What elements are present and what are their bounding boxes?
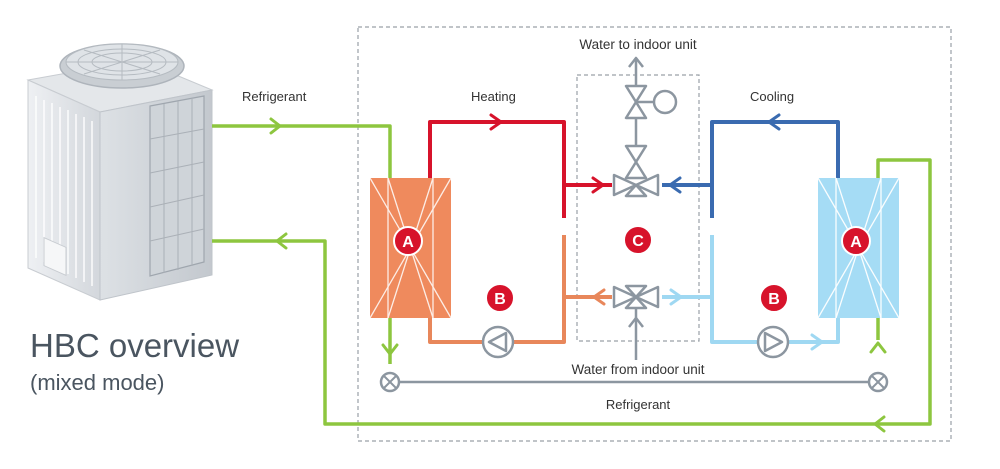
controller-boundary <box>576 74 700 342</box>
arrow-icon <box>810 333 824 351</box>
svg-text:A: A <box>402 234 414 251</box>
label-heating: Heating <box>471 89 516 104</box>
svg-text:A: A <box>850 234 862 251</box>
cold-water-line <box>662 120 840 218</box>
expansion-valve-left <box>379 371 401 393</box>
page-subtitle: (mixed mode) <box>30 370 164 395</box>
arrow-icon <box>591 176 605 194</box>
outdoor-unit <box>26 43 214 301</box>
arrow-icon <box>381 343 399 356</box>
label-refrigerant-bottom: Refrigerant <box>606 397 671 412</box>
refrigerant-lines <box>212 124 932 426</box>
badge-pump-cooling: B <box>759 283 789 313</box>
arrow-icon <box>668 176 682 194</box>
label-water-to-indoor: Water to indoor unit <box>579 37 697 52</box>
arrow-icon <box>269 117 282 135</box>
svg-text:B: B <box>768 291 780 308</box>
arrow-icon <box>873 415 886 433</box>
pump-heating-icon <box>481 325 515 359</box>
arrow-icon <box>592 288 606 306</box>
badge-controller: C <box>623 225 653 255</box>
page-title: HBC overview <box>30 327 239 364</box>
arrow-icon <box>869 341 887 354</box>
svg-text:B: B <box>494 291 506 308</box>
arrow-up-icon <box>628 56 644 68</box>
arrow-icon <box>669 288 683 306</box>
badge-heat-exchanger-heating: A <box>393 226 423 256</box>
badge-heat-exchanger-cooling: A <box>841 226 871 256</box>
arrow-icon <box>275 232 288 250</box>
fan-grille-icon <box>59 43 185 89</box>
badge-pump-heating: B <box>485 283 515 313</box>
hbc-boundary <box>357 26 952 442</box>
svg-text:C: C <box>632 233 644 250</box>
pump-cooling-icon <box>756 325 790 359</box>
label-refrigerant-top: Refrigerant <box>242 89 307 104</box>
arrow-icon <box>489 113 503 131</box>
cool-return-line <box>662 235 840 344</box>
label-cooling: Cooling <box>750 89 794 104</box>
label-water-from-indoor: Water from indoor unit <box>571 362 704 377</box>
arrow-icon <box>767 113 781 131</box>
hot-water-line <box>428 120 612 218</box>
warm-return-line <box>428 235 612 344</box>
arrow-up-icon <box>628 316 644 328</box>
expansion-valve-right <box>867 371 889 393</box>
controller-valves <box>612 56 678 360</box>
